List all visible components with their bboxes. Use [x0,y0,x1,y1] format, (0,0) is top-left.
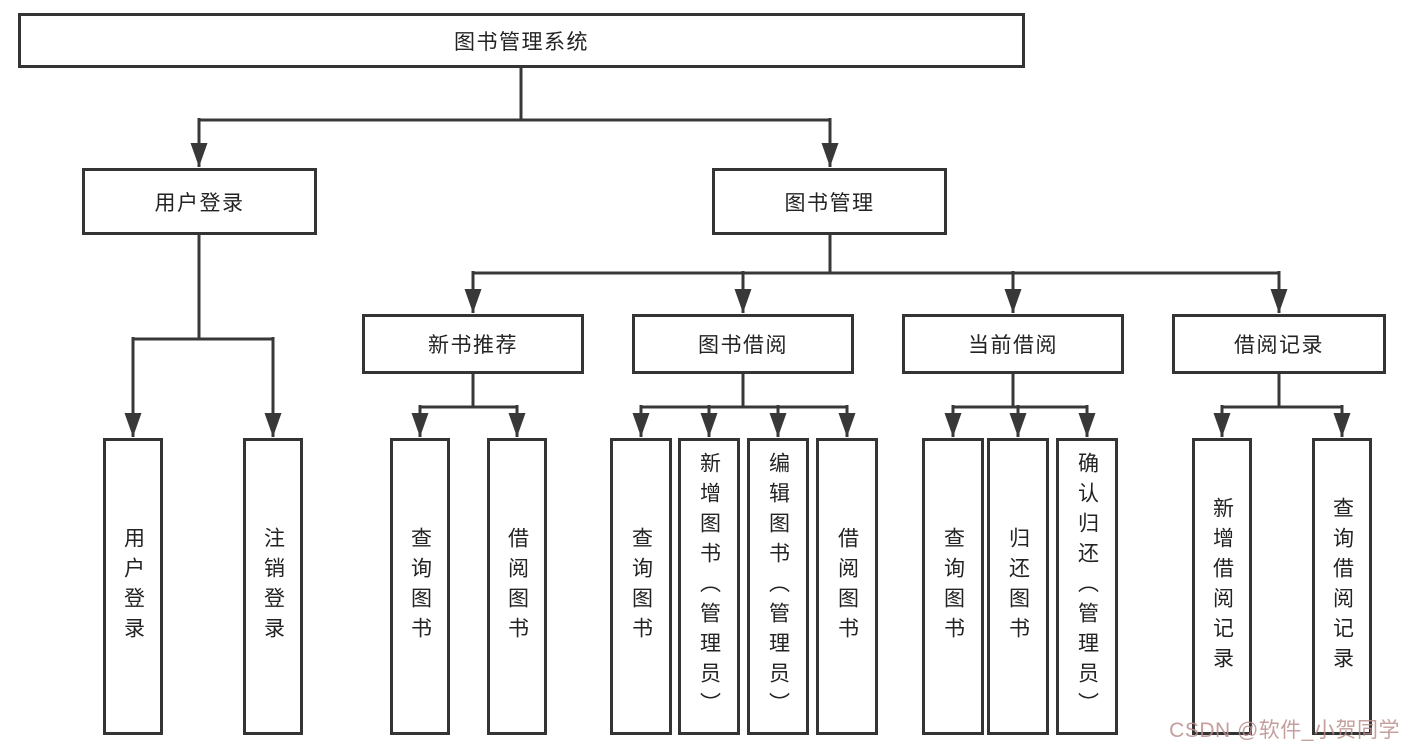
leaf-confirm-return-admin: 确认归还（管理员） [1056,438,1118,735]
leaf-borrow-books-label: 借阅图书 [835,526,859,647]
node-book-management-label: 图书管理 [784,191,875,215]
leaf-confirm-return-admin-label: 确认归还（管理员） [1075,451,1099,722]
leaf-query-books-current-label: 查询图书 [941,526,965,647]
leaf-logout: 注销登录 [243,438,303,735]
node-book-management: 图书管理 [712,168,947,235]
csdn-watermark: CSDN @软件_小贺同学 [1169,719,1400,742]
node-current-borrowing-label: 当前借阅 [968,334,1058,357]
leaf-query-borrow-record-label: 查询借阅记录 [1330,496,1354,677]
node-user-login: 用户登录 [82,168,317,235]
leaf-borrow-books-recommend-label: 借阅图书 [505,526,529,647]
node-book-borrowing-label: 图书借阅 [698,334,788,357]
node-user-login-label: 用户登录 [154,191,245,215]
leaf-user-login: 用户登录 [103,438,163,735]
leaf-add-book-admin-label: 新增图书（管理员） [697,451,721,722]
leaf-return-books-label: 归还图书 [1006,526,1030,647]
node-borrowing-records: 借阅记录 [1172,314,1386,374]
leaf-return-books: 归还图书 [987,438,1049,735]
node-new-book-recommendation-label: 新书推荐 [428,334,518,357]
leaf-add-book-admin: 新增图书（管理员） [678,438,740,735]
leaf-query-books-borrowing: 查询图书 [610,438,672,735]
leaf-user-login-label: 用户登录 [121,526,145,647]
leaf-query-books-borrowing-label: 查询图书 [629,526,653,647]
leaf-borrow-books: 借阅图书 [816,438,878,735]
leaf-add-borrow-record: 新增借阅记录 [1192,438,1252,735]
leaf-add-borrow-record-label: 新增借阅记录 [1210,496,1234,677]
node-new-book-recommendation: 新书推荐 [362,314,584,374]
node-current-borrowing: 当前借阅 [902,314,1124,374]
leaf-borrow-books-recommend: 借阅图书 [487,438,547,735]
node-borrowing-records-label: 借阅记录 [1234,334,1324,357]
node-root-label: 图书管理系统 [454,30,589,54]
leaf-logout-label: 注销登录 [261,526,285,647]
leaf-edit-book-admin: 编辑图书（管理员） [747,438,809,735]
leaf-query-books-current: 查询图书 [922,438,984,735]
node-book-borrowing: 图书借阅 [632,314,854,374]
leaf-query-books-recommend-label: 查询图书 [408,526,432,647]
leaf-edit-book-admin-label: 编辑图书（管理员） [766,451,790,722]
leaf-query-borrow-record: 查询借阅记录 [1312,438,1372,735]
node-root-library-system: 图书管理系统 [18,13,1025,68]
leaf-query-books-recommend: 查询图书 [390,438,450,735]
